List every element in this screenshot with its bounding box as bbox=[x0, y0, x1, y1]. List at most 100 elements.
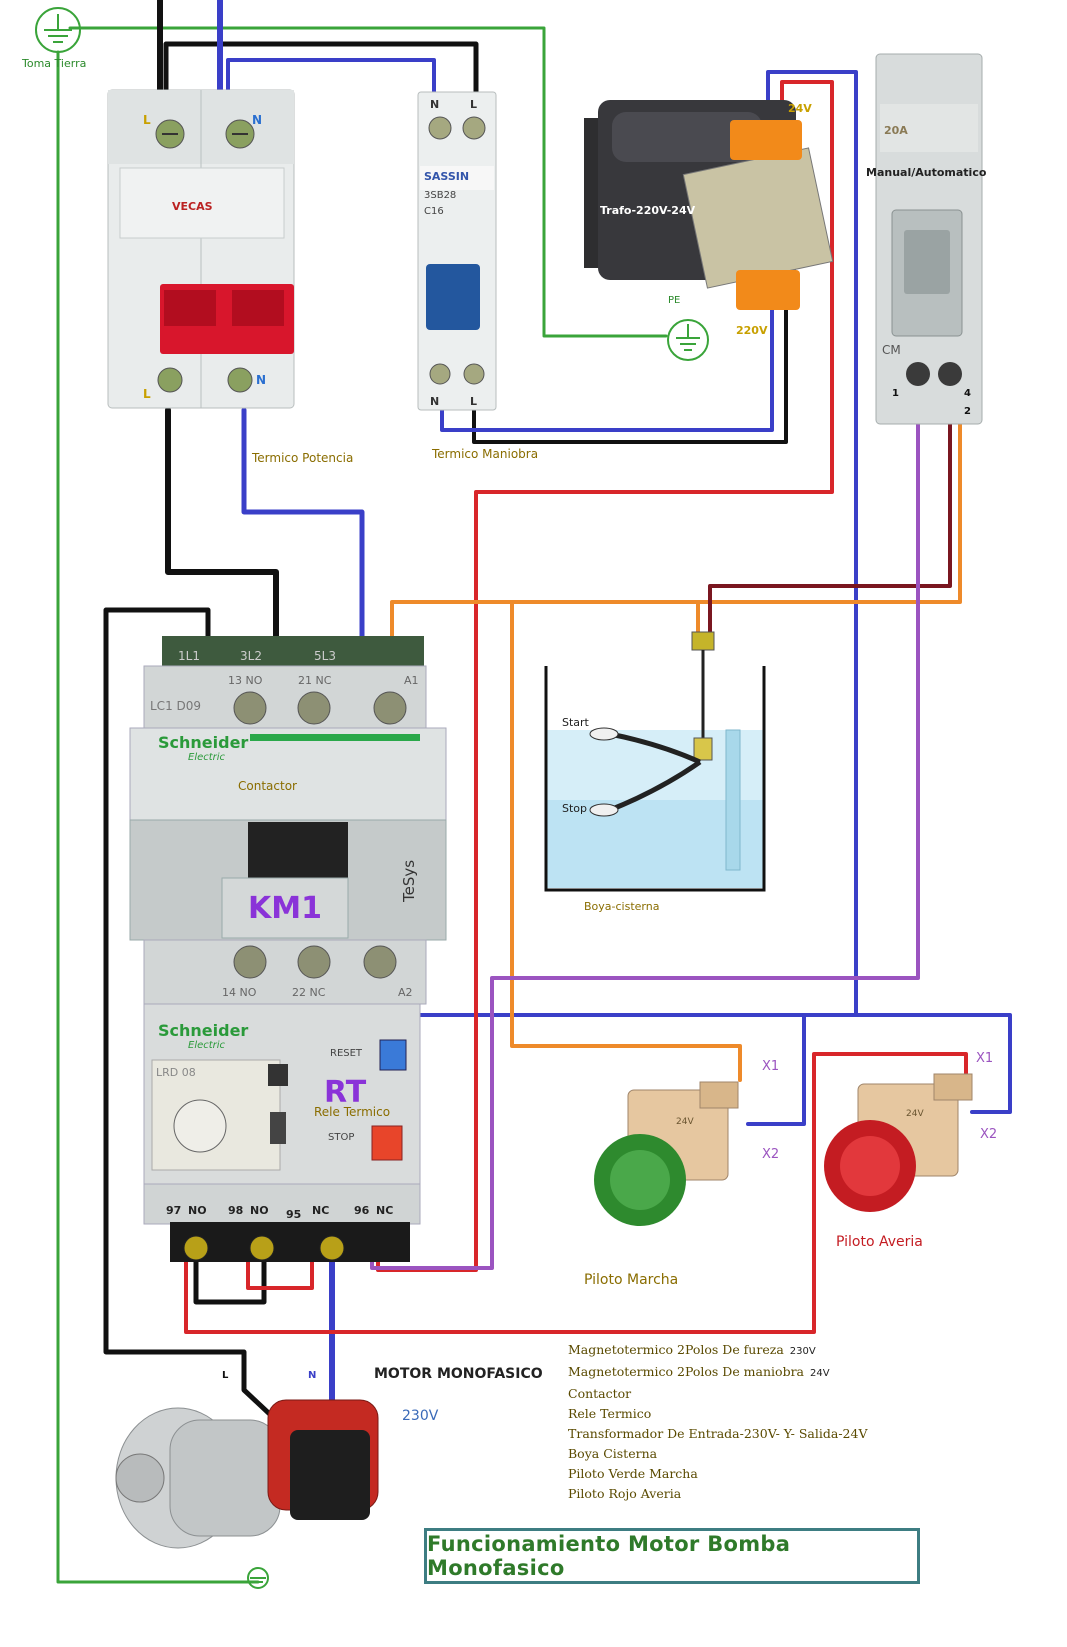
contactor bbox=[129, 636, 447, 1005]
mcb-control-label: Termico Maniobra bbox=[431, 447, 538, 461]
neutral-pilot-run bbox=[746, 1013, 806, 1126]
ground-symbol-motor bbox=[247, 1567, 269, 1589]
pilot-run-x1: X1 bbox=[762, 1059, 779, 1074]
pilot-fault-label: Piloto Averia bbox=[836, 1234, 923, 1250]
mcb2-model: 3SB28 bbox=[424, 190, 456, 201]
legend-item: Contactor bbox=[568, 1386, 632, 1401]
pilot-lamp-fault bbox=[824, 1073, 973, 1212]
selector-cm: CM bbox=[882, 343, 901, 357]
contactor-brand: Schneider bbox=[158, 733, 248, 752]
relay-id: RT bbox=[324, 1075, 367, 1110]
mcb2-term-l-bottom: L bbox=[470, 395, 477, 408]
mcb1-term-l-top: L bbox=[143, 113, 151, 127]
phase-to-contactor bbox=[165, 407, 279, 639]
contactor-sub: Electric bbox=[188, 752, 226, 763]
mcb-control bbox=[417, 91, 497, 411]
pilot-run-x2: X2 bbox=[762, 1147, 779, 1162]
mcb1-term-n-bottom: N bbox=[256, 373, 266, 387]
legend-item: Piloto Rojo Averia bbox=[568, 1486, 682, 1501]
float-tank bbox=[544, 631, 766, 892]
pilot-run-voltage: 24V bbox=[676, 1117, 694, 1127]
relay-term-96: 96 bbox=[354, 1204, 370, 1217]
ground-symbol-trafo bbox=[667, 319, 709, 361]
fault-lamp-wire bbox=[184, 1052, 968, 1334]
contactor-model: LC1 D09 bbox=[150, 699, 201, 713]
motor-label: MOTOR MONOFASICO bbox=[374, 1366, 543, 1382]
relay-label: Rele Termico bbox=[314, 1105, 390, 1119]
trafo-in-label: 220V bbox=[736, 324, 768, 337]
phase-relay-loop bbox=[193, 1259, 267, 1305]
pilot-fault-voltage: 24V bbox=[906, 1109, 924, 1119]
float-stop-label: Stop bbox=[562, 802, 587, 815]
neutral-power bbox=[241, 407, 365, 639]
float-start-label: Start bbox=[562, 716, 590, 729]
legend-item: Boya Cisterna bbox=[568, 1446, 658, 1461]
mcb-power: VECAS bbox=[107, 89, 295, 409]
pilot-fault-x1: X1 bbox=[976, 1051, 993, 1066]
legend-item: Transformador De Entrada-230V- Y- Salida… bbox=[568, 1426, 868, 1441]
relay-stop: STOP bbox=[328, 1132, 354, 1143]
control-neutral-black bbox=[472, 298, 788, 444]
phase-to-control bbox=[163, 41, 479, 103]
contact-3l2: 3L2 bbox=[240, 649, 262, 663]
pilot-lamp-run bbox=[594, 1081, 739, 1226]
diagram-title-box: Funcionamiento Motor Bomba Monofasico bbox=[424, 1528, 920, 1584]
relay-term-95-nc: NC bbox=[312, 1204, 329, 1217]
trafo-label: Trafo-220V-24V bbox=[600, 204, 696, 217]
contactor-id: KM1 bbox=[248, 891, 322, 926]
phase-motor bbox=[103, 607, 311, 1453]
mcb2-term-n-top: N bbox=[430, 98, 439, 111]
relay-term-97: 97 bbox=[166, 1204, 181, 1217]
float-tank-label: Boya-cisterna bbox=[584, 900, 659, 913]
contact-21nc: 21 NC bbox=[298, 674, 332, 687]
selector-term-4: 4 bbox=[964, 388, 971, 399]
motor-voltage: 230V bbox=[402, 1408, 439, 1424]
neutral-control-trafo bbox=[440, 298, 774, 432]
contact-22nc: 22 NC bbox=[292, 986, 326, 999]
relay-term-98: 98 bbox=[228, 1204, 243, 1217]
transformer bbox=[584, 100, 834, 310]
selector-to-float bbox=[708, 408, 952, 642]
selector-switch bbox=[875, 53, 983, 425]
contact-a2: A2 bbox=[398, 986, 413, 999]
mcb2-term-n-bottom: N bbox=[430, 395, 439, 408]
selector-rating: 20A bbox=[884, 124, 908, 137]
pilot-fault-x2: X2 bbox=[980, 1127, 997, 1142]
contact-a1: A1 bbox=[404, 674, 419, 687]
contact-5l3: 5L3 bbox=[314, 649, 336, 663]
motor-pump bbox=[115, 1399, 379, 1549]
run-lamp-x1 bbox=[510, 600, 742, 1082]
pilot-run-label: Piloto Marcha bbox=[584, 1272, 678, 1288]
ground-wire-trafo bbox=[68, 26, 668, 338]
legend-item: Piloto Verde Marcha bbox=[568, 1466, 698, 1481]
diagram-title: Funcionamiento Motor Bomba Monofasico bbox=[427, 1532, 791, 1580]
thermal-relay bbox=[143, 1003, 421, 1262]
mcb1-term-n-top: N bbox=[252, 113, 262, 127]
relay-model: LRD 08 bbox=[156, 1066, 196, 1079]
relay-sub: Electric bbox=[188, 1040, 226, 1051]
ground-top-label: Toma Tierra bbox=[21, 57, 86, 70]
trafo-out-label: 24V bbox=[788, 102, 812, 115]
selector-label: Manual/Automatico bbox=[866, 166, 987, 179]
relay-term-98-no: NO bbox=[250, 1204, 269, 1217]
mcb1-brand: VECAS bbox=[172, 200, 213, 213]
selector-term-1: 1 bbox=[892, 388, 899, 399]
contact-13no: 13 NO bbox=[228, 674, 263, 687]
contactor-label: Contactor bbox=[238, 779, 297, 793]
mcb1-term-l-bottom: L bbox=[143, 387, 151, 401]
mcb2-rating: C16 bbox=[424, 206, 444, 217]
legend-item: Rele Termico bbox=[568, 1406, 652, 1421]
motor-l-label: L bbox=[222, 1370, 229, 1381]
contact-14no: 14 NO bbox=[222, 986, 257, 999]
selector-term-2: 2 bbox=[964, 406, 971, 417]
ground-symbol-top bbox=[35, 7, 81, 53]
mcb-power-label: Termico Potencia bbox=[251, 451, 353, 465]
tesys-label: TeSys bbox=[400, 860, 418, 903]
mcb2-term-l-top: L bbox=[470, 98, 477, 111]
relay-term-95: 95 bbox=[286, 1208, 301, 1221]
relay-reset: RESET bbox=[330, 1048, 363, 1059]
